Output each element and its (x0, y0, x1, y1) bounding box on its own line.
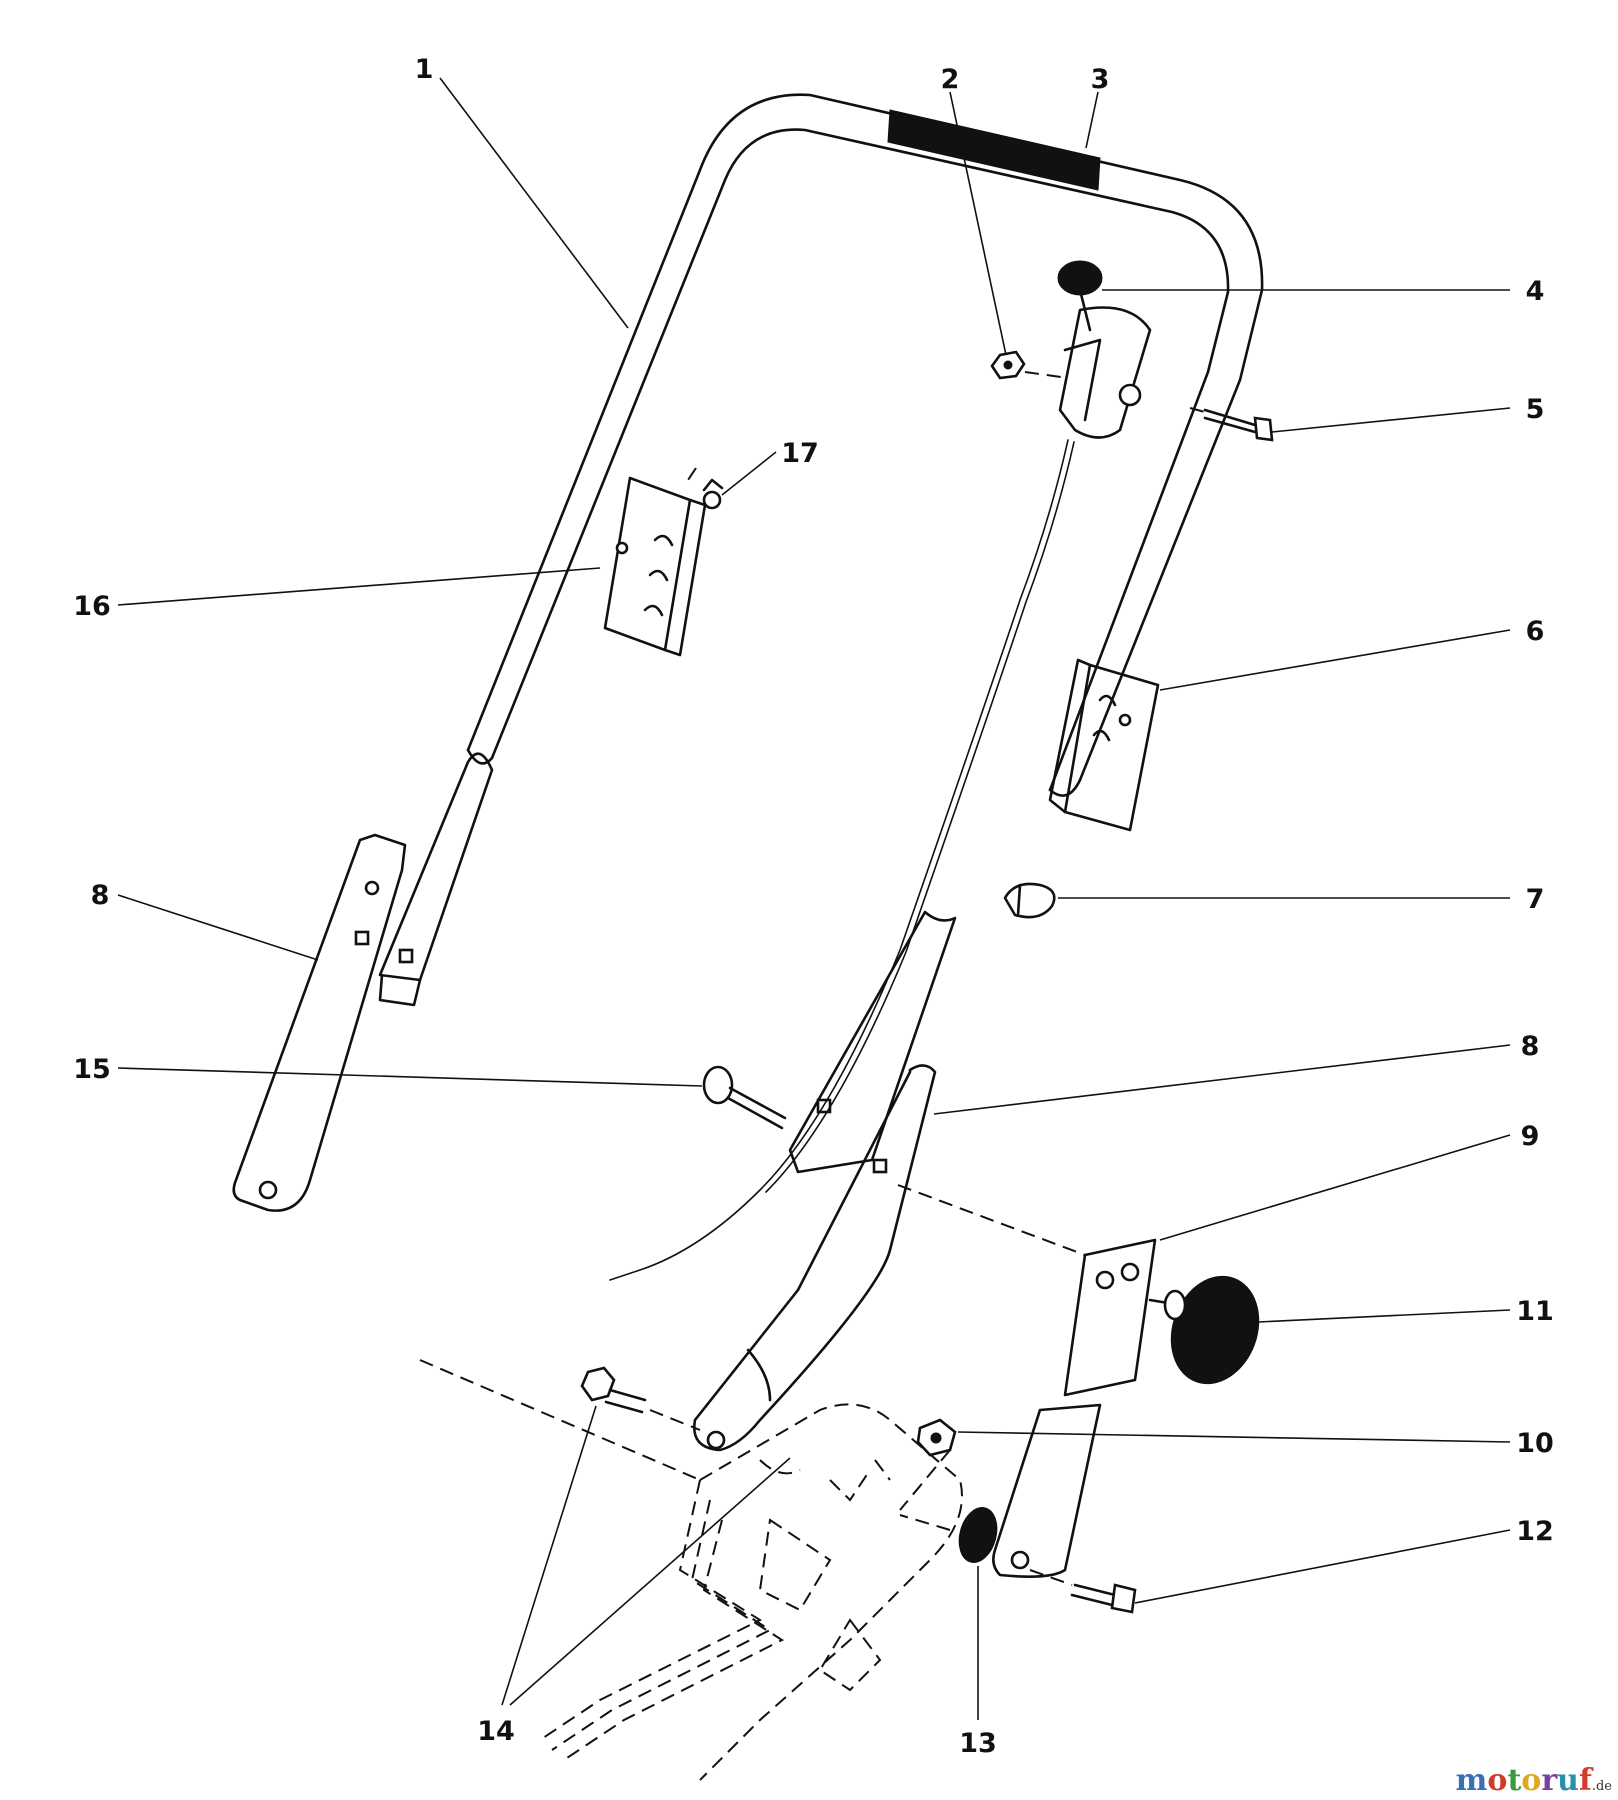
throttle-cable (609, 439, 1069, 1281)
watermark-suffix: .de (1591, 1779, 1612, 1794)
callout-2: 2 (941, 64, 960, 95)
callouts: 1 2 3 4 5 6 7 8 8 9 10 11 12 13 14 15 16… (73, 54, 1554, 1759)
leader-lines (117, 77, 1511, 1720)
callout-5: 5 (1526, 394, 1545, 425)
watermark-letter: t (1507, 1763, 1522, 1798)
callout-4: 4 (1526, 276, 1545, 307)
watermark-letter: o (1487, 1763, 1508, 1798)
nut-10 (899, 1418, 957, 1511)
callout-3: 3 (1091, 64, 1110, 95)
nut-2 (990, 350, 1069, 380)
watermark-letter: o (1521, 1763, 1542, 1798)
callout-6: 6 (1526, 616, 1545, 647)
handle-grip (887, 109, 1101, 191)
bolt-12 (1029, 1569, 1137, 1614)
callout-13: 13 (959, 1728, 997, 1759)
cable-tie-7 (1003, 882, 1056, 919)
lower-handle-left (232, 833, 407, 1212)
callout-15: 15 (73, 1054, 111, 1085)
callout-11: 11 (1516, 1296, 1554, 1327)
lower-handle-right (692, 1064, 937, 1452)
callout-1: 1 (415, 54, 434, 85)
callout-12: 12 (1516, 1516, 1554, 1547)
callout-8-right: 8 (1521, 1031, 1540, 1062)
watermark-brand: motoruf (1456, 1763, 1592, 1798)
watermark-logo: motoruf.de (1456, 1763, 1612, 1798)
watermark-letter: m (1455, 1763, 1488, 1798)
watermark-letter: r (1541, 1763, 1558, 1798)
callout-14: 14 (477, 1716, 515, 1747)
callout-17: 17 (781, 438, 819, 469)
callout-16: 16 (73, 591, 111, 622)
watermark-letter: f (1578, 1763, 1592, 1798)
watermark-letter: u (1557, 1763, 1579, 1798)
callout-7: 7 (1526, 884, 1545, 915)
upper-handle (466, 93, 1264, 797)
callout-10: 10 (1516, 1428, 1554, 1459)
carriage-bolt-15 (702, 1065, 787, 1130)
knob-11 (1148, 1275, 1260, 1385)
bolt-14 (580, 1366, 701, 1431)
upper-handle-lower-left (378, 752, 494, 1007)
throttle-cable-2 (765, 441, 1075, 1193)
bolt-5 (1189, 407, 1274, 442)
callout-8-left: 8 (91, 880, 110, 911)
clip-17 (687, 467, 724, 510)
throttle-control (1057, 260, 1152, 439)
washer-13 (899, 1507, 998, 1563)
callout-9: 9 (1521, 1121, 1540, 1152)
cable-guide-6 (1048, 658, 1160, 832)
cable-guide-16 (603, 476, 707, 657)
mower-deck-outline (419, 1359, 963, 1781)
upper-handle-lower-right (788, 910, 957, 1174)
bracket-9 (897, 1184, 1157, 1578)
